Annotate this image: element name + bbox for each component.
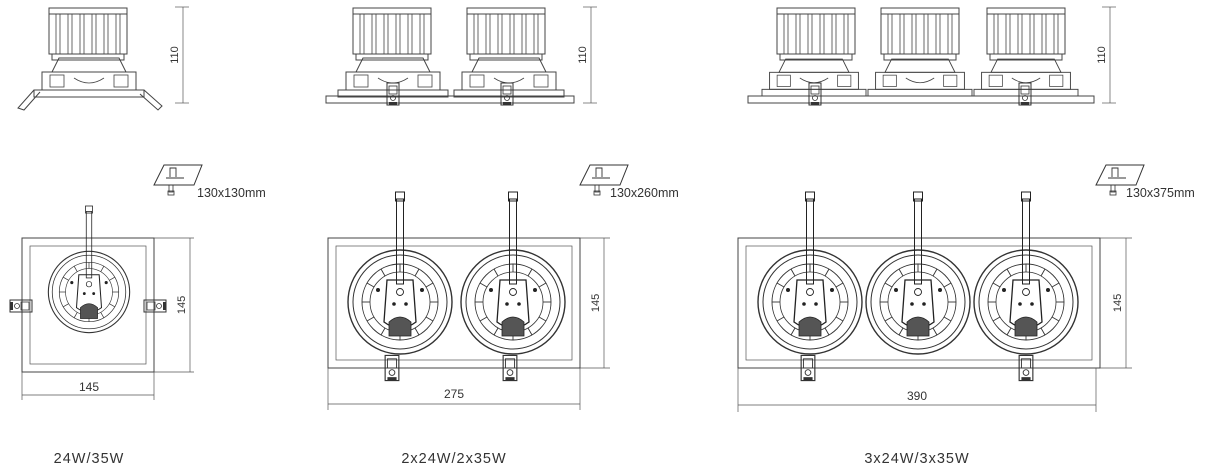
height-dim-3: 110 xyxy=(1096,46,1108,64)
side-view-2: 110 xyxy=(325,6,597,106)
cutout-size-3: 130x375mm xyxy=(1126,186,1195,200)
product-1: 110 130x130mm 145 145 24W/35W xyxy=(9,6,266,467)
frame-2 xyxy=(327,237,581,369)
lamp-head xyxy=(347,191,453,355)
lamp-head xyxy=(973,191,1079,355)
cutout-icon xyxy=(153,164,203,196)
side-view-3: 110 xyxy=(747,6,1116,106)
model-label-2: 2x24W/2x35W xyxy=(401,451,506,467)
top-view-3: 145 390 xyxy=(737,191,1132,412)
cutout-size-1: 130x130mm xyxy=(197,186,266,200)
width-dim-2: 275 xyxy=(444,387,464,401)
width-dim-3: 390 xyxy=(907,389,927,403)
depth-dim-3: 145 xyxy=(1112,294,1124,312)
depth-dim-2: 145 xyxy=(590,294,602,312)
frame-3 xyxy=(737,237,1101,369)
height-dim-1: 110 xyxy=(169,46,181,64)
height-dim-2: 110 xyxy=(577,46,589,64)
cutout-label-3: 130x375mm xyxy=(1095,164,1195,200)
lamp-head xyxy=(757,191,863,355)
top-view-2: 145 275 xyxy=(327,191,610,410)
frame-1 xyxy=(21,237,155,373)
top-view-1: 145 145 xyxy=(9,205,194,400)
cutout-label-1: 130x130mm xyxy=(153,164,266,200)
product-2: 110 130x260mm 145 275 2x24W/2x35W xyxy=(325,6,679,467)
cutout-label-2: 130x260mm xyxy=(579,164,679,200)
product-3: 110 130x375mm 145 390 3x24W/3x35W xyxy=(737,6,1195,467)
side-view-1: 110 xyxy=(17,6,189,111)
lamp-head xyxy=(460,191,566,355)
depth-dim-1: 145 xyxy=(176,296,188,314)
lamp-head xyxy=(865,191,971,355)
cutout-size-2: 130x260mm xyxy=(610,186,679,200)
lamp-head xyxy=(47,205,131,334)
model-label-3: 3x24W/3x35W xyxy=(864,451,969,467)
model-label-1: 24W/35W xyxy=(54,451,125,467)
width-dim-1: 145 xyxy=(79,380,99,394)
